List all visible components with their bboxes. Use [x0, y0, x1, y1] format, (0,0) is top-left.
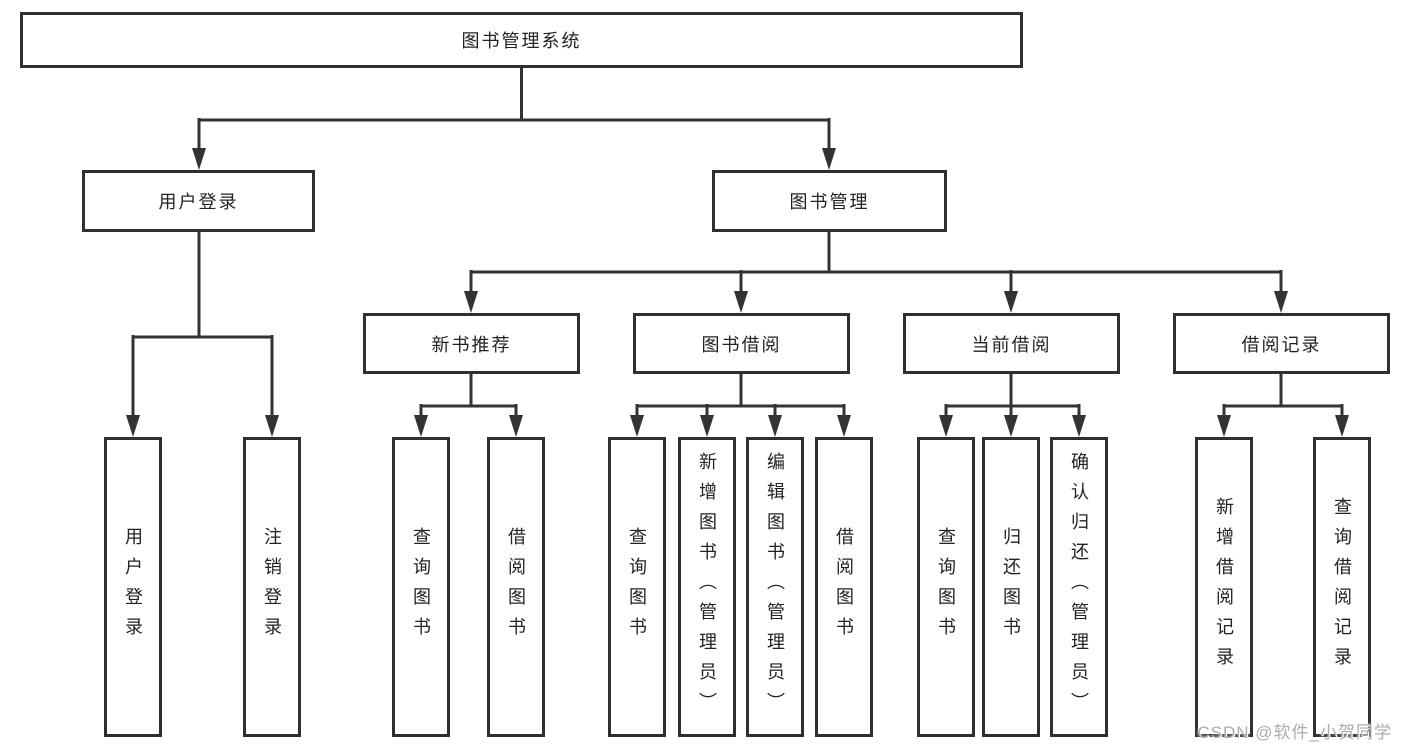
leaf-confirm-return-admin: 确认归还（管理员） — [1050, 437, 1108, 737]
node-book-management: 图书管理 — [712, 170, 947, 232]
leaf-add-borrow-record: 新增借阅记录 — [1195, 437, 1253, 737]
arrowheads — [126, 148, 1349, 437]
leaf-query-book-current: 查询图书 — [917, 437, 975, 737]
node-new-book-recommend: 新书推荐 — [363, 313, 580, 374]
leaf-edit-book-admin: 编辑图书（管理员） — [746, 437, 804, 737]
leaf-add-book-admin: 新增图书（管理员） — [678, 437, 736, 737]
leaf-query-book-newrec: 查询图书 — [392, 437, 450, 737]
leaf-borrow-book: 借阅图书 — [815, 437, 873, 737]
leaf-logout-login: 注销登录 — [243, 437, 301, 737]
leaf-return-book: 归还图书 — [982, 437, 1040, 737]
csdn-watermark: CSDN @软件_小贺同学 — [1197, 723, 1392, 742]
node-current-borrow: 当前借阅 — [903, 313, 1120, 374]
leaf-borrow-book-newrec: 借阅图书 — [487, 437, 545, 737]
node-borrow-record: 借阅记录 — [1173, 313, 1390, 374]
leaf-query-borrow-record: 查询借阅记录 — [1313, 437, 1371, 737]
node-book-borrow: 图书借阅 — [633, 313, 850, 374]
node-user-login: 用户登录 — [82, 170, 315, 232]
leaf-query-book-borrow: 查询图书 — [608, 437, 666, 737]
node-library-management-system: 图书管理系统 — [20, 12, 1023, 68]
leaf-user-login: 用户登录 — [104, 437, 162, 737]
